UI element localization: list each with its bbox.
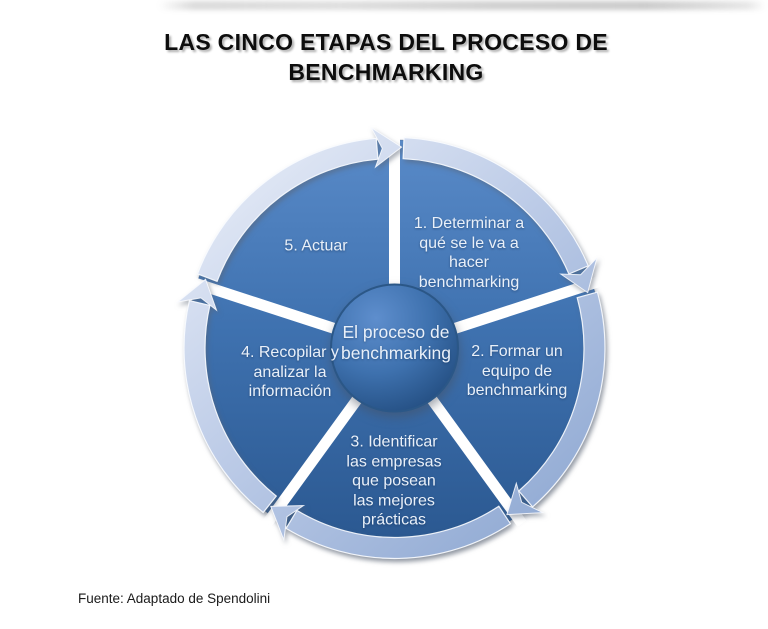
segment-label-5: 5. Actuar bbox=[284, 237, 348, 255]
cycle-arrow-head-4 bbox=[175, 278, 218, 312]
cycle-arrow-head-5 bbox=[369, 126, 403, 169]
cycle-arrow-band-1 bbox=[402, 137, 590, 275]
top-edge-artifact bbox=[158, 1, 766, 10]
cycle-arrow-band-5 bbox=[196, 137, 379, 283]
segment-label-3: 3. Identificar las empresas que posean l… bbox=[346, 433, 442, 529]
center-circle bbox=[330, 283, 459, 413]
cycle-arrow-head-2 bbox=[506, 481, 545, 516]
cycle-arrow-band-3 bbox=[285, 505, 512, 560]
segment-gap-5 bbox=[186, 275, 361, 342]
segment-label-2: 2. Formar un equipo de benchmarking bbox=[466, 342, 568, 399]
cycle-arrow-head-3 bbox=[270, 505, 306, 542]
segment-gap-4 bbox=[262, 375, 377, 527]
segment-label-4: 4. Recopilar y analizar la información bbox=[241, 343, 339, 400]
segment-gap-3 bbox=[412, 375, 527, 527]
cycle-arrow-head-1 bbox=[559, 256, 598, 294]
source-note: Fuente: Adaptado de Spendolini bbox=[78, 591, 271, 606]
segment-label-1: 1. Determinar a qué se le va a hacer ben… bbox=[413, 215, 525, 291]
cycle-arrow-band-4 bbox=[183, 299, 278, 514]
page-title: LAS CINCO ETAPAS DEL PROCESO DE BENCHMAR… bbox=[164, 29, 608, 85]
segment-gap-2 bbox=[428, 275, 603, 342]
center-circle-label: El proceso de benchmarking bbox=[341, 322, 451, 363]
cycle-arrow-band-2 bbox=[517, 291, 606, 508]
